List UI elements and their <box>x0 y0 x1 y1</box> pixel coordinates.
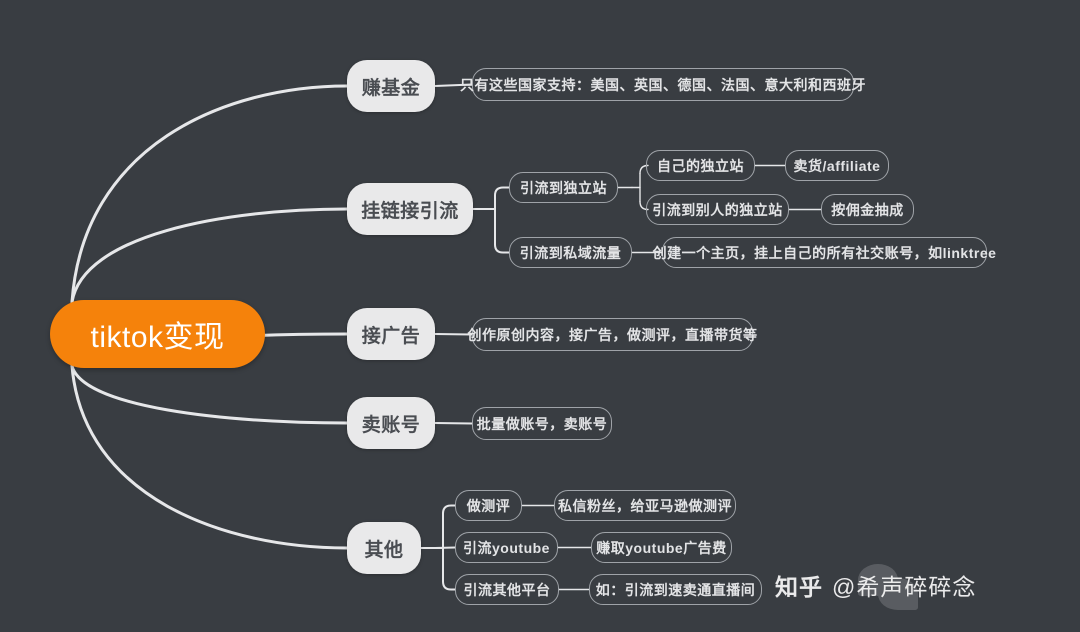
connector-line <box>70 364 349 425</box>
root-node-label: tiktok变现 <box>90 321 225 354</box>
watermark: 知乎 @希声碎碎念 <box>775 568 976 602</box>
sub-node-1-1-label: 引流到私域流量 <box>519 244 622 261</box>
sub-node-0-0[interactable]: 只有这些国家支持：美国、英国、德国、法国、意大利和西班牙 <box>460 68 866 101</box>
connector-line <box>70 364 349 550</box>
sub-node-4-0-label: 做测评 <box>466 497 511 514</box>
sub-node-1-0[interactable]: 按佣金抽成 <box>821 194 914 225</box>
sub-node-4-0[interactable]: 做测评 <box>455 490 522 521</box>
sub-node-0-0-label: 只有这些国家支持：美国、英国、德国、法国、意大利和西班牙 <box>460 76 866 93</box>
branch-node-2[interactable]: 接广告 <box>347 308 435 360</box>
sub-node-2-0-label: 创作原创内容，接广告，做测评，直播带货等 <box>467 326 758 343</box>
connector-line <box>494 186 510 197</box>
sub-node-1-0-label: 卖货/affiliate <box>793 157 881 174</box>
sub-node-1-1[interactable]: 引流到别人的独立站 <box>646 194 789 225</box>
sub-node-1-0-label: 按佣金抽成 <box>831 201 904 218</box>
sub-node-4-0[interactable]: 私信粉丝，给亚马逊做测评 <box>554 490 736 521</box>
connector-line <box>494 243 510 254</box>
connector-line <box>442 580 456 591</box>
sub-node-1-1-label: 引流到别人的独立站 <box>652 201 783 218</box>
branch-node-0[interactable]: 赚基金 <box>347 60 435 112</box>
branch-node-3-label: 卖账号 <box>361 414 421 436</box>
sub-node-4-0[interactable]: 如：引流到速卖通直播间 <box>589 574 762 605</box>
sub-node-3-0[interactable]: 批量做账号，卖账号 <box>472 407 612 440</box>
branch-node-2-label: 接广告 <box>361 325 421 347</box>
branch-node-1-label: 挂链接引流 <box>361 200 459 222</box>
sub-node-1-0[interactable]: 创建一个主页，挂上自己的所有社交账号，如linktree <box>653 237 996 268</box>
sub-node-1-1[interactable]: 引流到私域流量 <box>509 237 632 268</box>
sub-node-4-0-label: 私信粉丝，给亚马逊做测评 <box>558 497 732 514</box>
sub-node-4-1-label: 引流youtube <box>463 539 550 556</box>
connector-line <box>434 422 473 425</box>
sub-node-1-0-label: 创建一个主页，挂上自己的所有社交账号，如linktree <box>652 244 997 261</box>
sub-node-1-0[interactable]: 引流到独立站 <box>509 172 618 203</box>
sub-node-4-2-label: 引流其他平台 <box>463 581 551 598</box>
sub-node-2-0[interactable]: 创作原创内容，接广告，做测评，直播带货等 <box>468 318 757 351</box>
branch-node-1[interactable]: 挂链接引流 <box>347 183 473 235</box>
sub-node-4-0-label: 赚取youtube广告费 <box>596 539 727 556</box>
connector-line <box>442 504 456 515</box>
branch-node-4-label: 其他 <box>364 539 404 561</box>
sub-node-1-0[interactable]: 卖货/affiliate <box>785 150 889 181</box>
root-node[interactable]: tiktok变现 <box>50 300 265 368</box>
sub-node-4-0-label: 如：引流到速卖通直播间 <box>595 581 756 598</box>
sub-node-4-0[interactable]: 赚取youtube广告费 <box>591 532 732 563</box>
connector-line <box>434 546 456 549</box>
sub-node-4-2[interactable]: 引流其他平台 <box>455 574 559 605</box>
branch-node-3[interactable]: 卖账号 <box>347 397 435 449</box>
connector-line <box>70 84 349 304</box>
branch-node-0-label: 赚基金 <box>361 77 421 99</box>
sub-node-3-0-label: 批量做账号，卖账号 <box>476 415 608 432</box>
branch-node-4[interactable]: 其他 <box>347 522 421 574</box>
sub-node-1-0-label: 自己的独立站 <box>657 157 744 174</box>
connector-line <box>70 207 349 304</box>
connector-line <box>434 333 473 336</box>
watermark-handle: @希声碎碎念 <box>832 574 977 600</box>
sub-node-4-1[interactable]: 引流youtube <box>455 532 558 563</box>
sub-node-1-0-label: 引流到独立站 <box>520 179 607 196</box>
zhihu-logo-text: 知乎 <box>775 574 823 600</box>
sub-node-1-0[interactable]: 自己的独立站 <box>646 150 755 181</box>
